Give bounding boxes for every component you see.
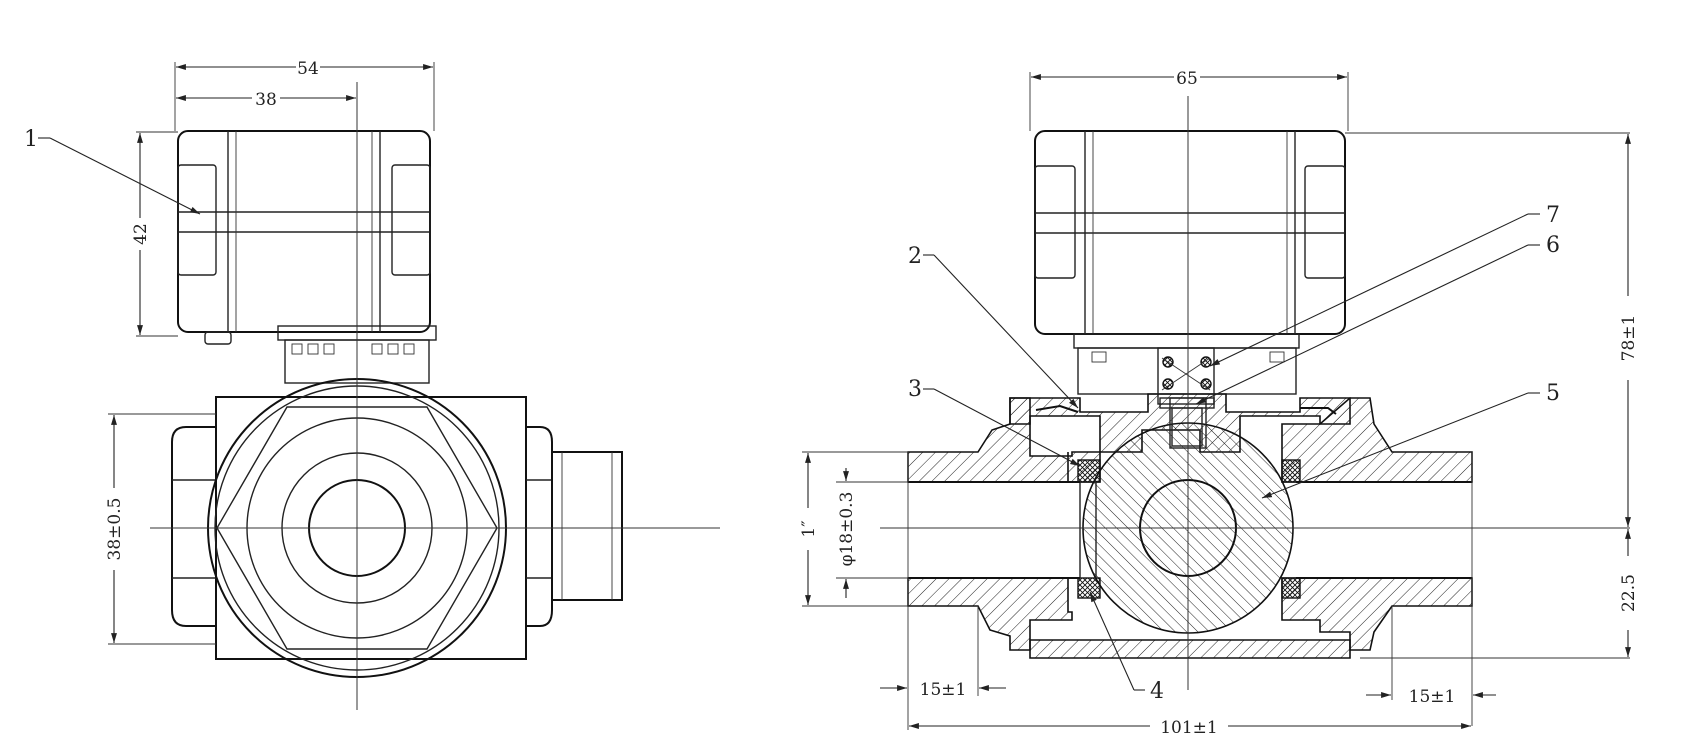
- dim-42: 42: [131, 131, 178, 337]
- callout-2: 2: [908, 244, 1079, 409]
- dim-label-54: 54: [297, 59, 319, 79]
- callout-label-5: 5: [1546, 381, 1560, 406]
- dim-22-5: 22.5: [1360, 529, 1639, 659]
- dim-label-65: 65: [1176, 69, 1198, 89]
- dim-label-78: 78±1: [1619, 315, 1639, 362]
- dim-38: 38: [176, 90, 356, 110]
- seat-lower-right: [1281, 577, 1301, 599]
- dim-label-overall-length: 101±1: [1160, 718, 1218, 738]
- left-view: 54 38 42 38±0.5 1: [24, 59, 720, 710]
- callout-4: 4: [1089, 591, 1164, 704]
- callout-label-1: 1: [24, 127, 38, 152]
- dim-label-bore: φ18±0.3: [837, 492, 857, 567]
- dim-label-42: 42: [131, 223, 151, 245]
- left-coupling-teeth: [291, 343, 415, 355]
- callout-label-3: 3: [908, 377, 922, 402]
- callout-7: 7: [1209, 203, 1560, 367]
- callout-label-7: 7: [1546, 203, 1560, 228]
- dim-label-thread-right: 15±1: [1409, 687, 1456, 707]
- dim-label-22-5: 22.5: [1619, 574, 1639, 612]
- right-view: 65 78±1 22.5 1″: [799, 69, 1639, 738]
- dim-78: 78±1: [1345, 132, 1639, 529]
- stem-assembly: [1157, 347, 1215, 447]
- callout-label-4: 4: [1150, 679, 1164, 704]
- callout-label-2: 2: [908, 244, 922, 269]
- seat-upper-right: [1281, 459, 1301, 483]
- callout-label-6: 6: [1546, 233, 1560, 258]
- seat-upper-left: [1077, 459, 1101, 483]
- callout-1: 1: [24, 127, 201, 215]
- dim-1-inch: 1″: [799, 451, 908, 607]
- dim-38-tolerance: 38±0.5: [105, 413, 216, 645]
- dim-bore: φ18±0.3: [836, 468, 908, 598]
- dim-label-thread-left: 15±1: [920, 680, 967, 700]
- dim-thread-left: 15±1: [880, 606, 1006, 700]
- seat-lower-left: [1077, 577, 1101, 599]
- callout-5: 5: [1261, 381, 1560, 499]
- dim-65: 65: [1029, 69, 1349, 131]
- dim-thread-right: 15±1: [1366, 606, 1496, 726]
- callout-3: 3: [908, 377, 1081, 467]
- left-actuator: [177, 130, 437, 384]
- dim-label-38-tolerance: 38±0.5: [105, 498, 125, 561]
- dim-overall-length: 101±1: [907, 700, 1471, 738]
- bottom-plate: [1029, 639, 1351, 659]
- dim-label-1-inch: 1″: [799, 520, 819, 537]
- dim-label-38: 38: [255, 90, 277, 110]
- right-actuator: [1034, 130, 1346, 395]
- callout-6: 6: [1195, 233, 1560, 405]
- dim-54: 54: [174, 59, 435, 131]
